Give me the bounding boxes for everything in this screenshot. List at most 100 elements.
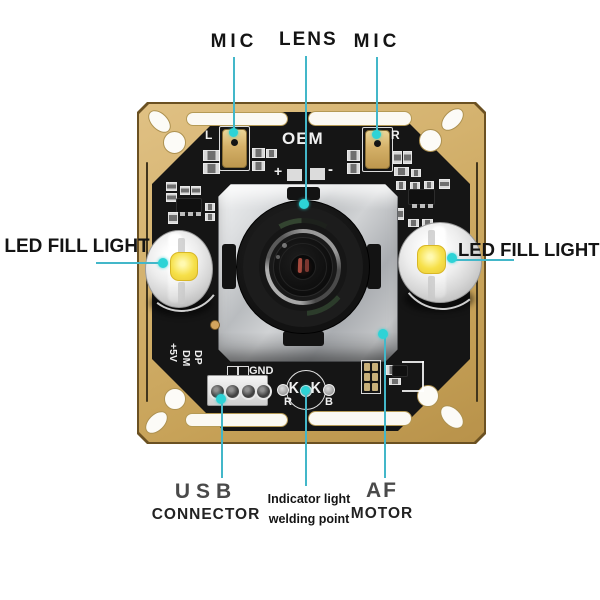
led-right-pointer-line (455, 259, 514, 261)
smd-component (347, 163, 360, 174)
led-left-pointer-line (96, 262, 159, 264)
mic-right-pointer-dot (372, 130, 381, 139)
smd-component (205, 203, 215, 211)
mic-port (374, 140, 381, 147)
usb-pointer-line (221, 402, 223, 478)
led-fill-light-right-label: LED FILL LIGHT (458, 239, 600, 260)
smd-component (266, 149, 277, 158)
smd-component (168, 212, 178, 224)
lens-aperture (290, 254, 316, 280)
usb-label-title: USB (174, 480, 238, 503)
solder-pad (372, 363, 378, 371)
diode-symbol: K (288, 380, 299, 397)
lens-barrel-tab (287, 187, 320, 200)
transistor-leg (188, 212, 193, 216)
smd-component (408, 219, 419, 227)
indicator-label: Indicator light welding point (264, 489, 354, 529)
smd-component (389, 378, 401, 385)
diode-symbol: K (310, 380, 321, 397)
lens-barrel-tab (222, 244, 236, 289)
mounting-hole (417, 385, 439, 407)
mounting-hole (419, 129, 442, 152)
usb-pin-dp-marking: DP (192, 350, 204, 365)
lens-pointer-line (305, 56, 307, 202)
transistor-leg (196, 212, 201, 216)
plus-marking: + (274, 163, 283, 179)
transistor-component (408, 189, 435, 208)
indicator-red-marking: R (284, 396, 292, 408)
smd-component (203, 150, 220, 161)
smd-component (166, 182, 177, 191)
lens-reflection (297, 257, 303, 274)
usb-solder-pad (255, 383, 272, 400)
led-left-pointer-dot (158, 258, 168, 268)
usb-gnd-marking: GND (249, 365, 274, 377)
routing-slot (308, 411, 412, 426)
chip-component (392, 365, 408, 377)
led-lead (428, 230, 435, 248)
smd-component (252, 161, 265, 171)
mic-port (231, 139, 238, 146)
mic-left-label: MIC (210, 31, 258, 52)
mic-right-channel-marking: R (391, 128, 400, 142)
silk-bracket (402, 390, 424, 392)
af-label-subtitle: MOTOR (350, 505, 414, 522)
led-right-chip (417, 245, 446, 274)
led-right-pointer-dot (447, 253, 457, 263)
routing-slot (185, 413, 288, 427)
silk-bracket (422, 361, 424, 392)
indicator-pad (323, 384, 335, 396)
indicator-pad (277, 384, 289, 396)
led-lead (178, 238, 185, 256)
smd-component (439, 179, 450, 189)
smd-component (252, 148, 265, 158)
af-pointer-line (384, 337, 386, 478)
smd-component (166, 193, 177, 202)
af-motor-pads (361, 360, 381, 394)
solder-pad (364, 363, 370, 371)
solder-pad (364, 373, 370, 381)
routing-slot (308, 111, 412, 126)
smd-component (191, 186, 201, 195)
usb-pin-dm-marking: DM (180, 350, 192, 367)
smd-component (180, 186, 190, 195)
solder-pad (372, 383, 378, 391)
led-lead (428, 276, 435, 300)
solder-pad (364, 383, 370, 391)
usb-connector-label: USB CONNECTOR (140, 479, 272, 524)
usb-pointer-dot (216, 394, 226, 404)
smd-component (205, 213, 215, 221)
transistor-leg (180, 212, 185, 216)
oem-marking: OEM (282, 129, 324, 148)
mic-left-pointer-line (233, 57, 235, 131)
af-label-title: AF (366, 479, 398, 502)
af-pointer-dot (378, 329, 388, 339)
usb-solder-pad (224, 383, 241, 400)
solder-pad (310, 168, 325, 180)
mic-left-pointer-dot (229, 128, 238, 137)
transistor-component (176, 198, 202, 216)
transistor-leg (420, 204, 425, 208)
smd-component (411, 169, 421, 177)
lens-highlight (276, 255, 280, 259)
lens-element-ring (279, 243, 327, 291)
smd-component (394, 167, 409, 176)
lens-red-glow (293, 257, 313, 277)
mic-right-pointer-line (376, 57, 378, 133)
smd-component (403, 151, 412, 164)
indicator-blue-marking: B (325, 396, 333, 408)
routing-slot (186, 112, 288, 126)
indicator-label-line2: welding point (268, 512, 350, 526)
routing-slot-line (476, 162, 478, 402)
solder-pad (372, 373, 378, 381)
solder-pad (287, 169, 302, 181)
indicator-label-line1: Indicator light (267, 492, 351, 506)
silk-bracket (402, 361, 424, 363)
gold-via-pad (210, 320, 220, 330)
mounting-hole (163, 131, 186, 154)
usb-label-subtitle: CONNECTOR (151, 506, 261, 523)
minus-marking: - (328, 161, 333, 178)
lens-pointer-dot (299, 199, 309, 209)
led-left-chip (170, 252, 198, 281)
